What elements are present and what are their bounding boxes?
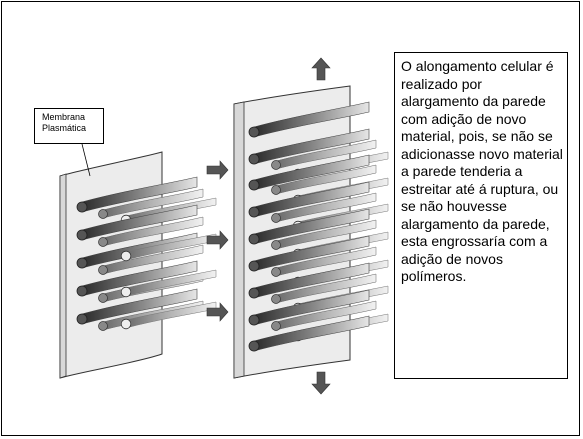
expansion-arrow-up-icon <box>311 57 331 81</box>
small-cell-wall <box>59 143 217 379</box>
explanation-text: O alongamento celular é realizado por al… <box>394 52 568 379</box>
membrane-label-line2: Plasmática <box>42 123 87 133</box>
expanded-cell-wall <box>233 85 389 379</box>
expansion-arrow-down-icon <box>311 371 331 395</box>
membrane-label-line1: Membrana <box>42 112 86 122</box>
membrane-label: Membrana Plasmática <box>34 108 104 144</box>
growth-arrows <box>206 160 229 322</box>
